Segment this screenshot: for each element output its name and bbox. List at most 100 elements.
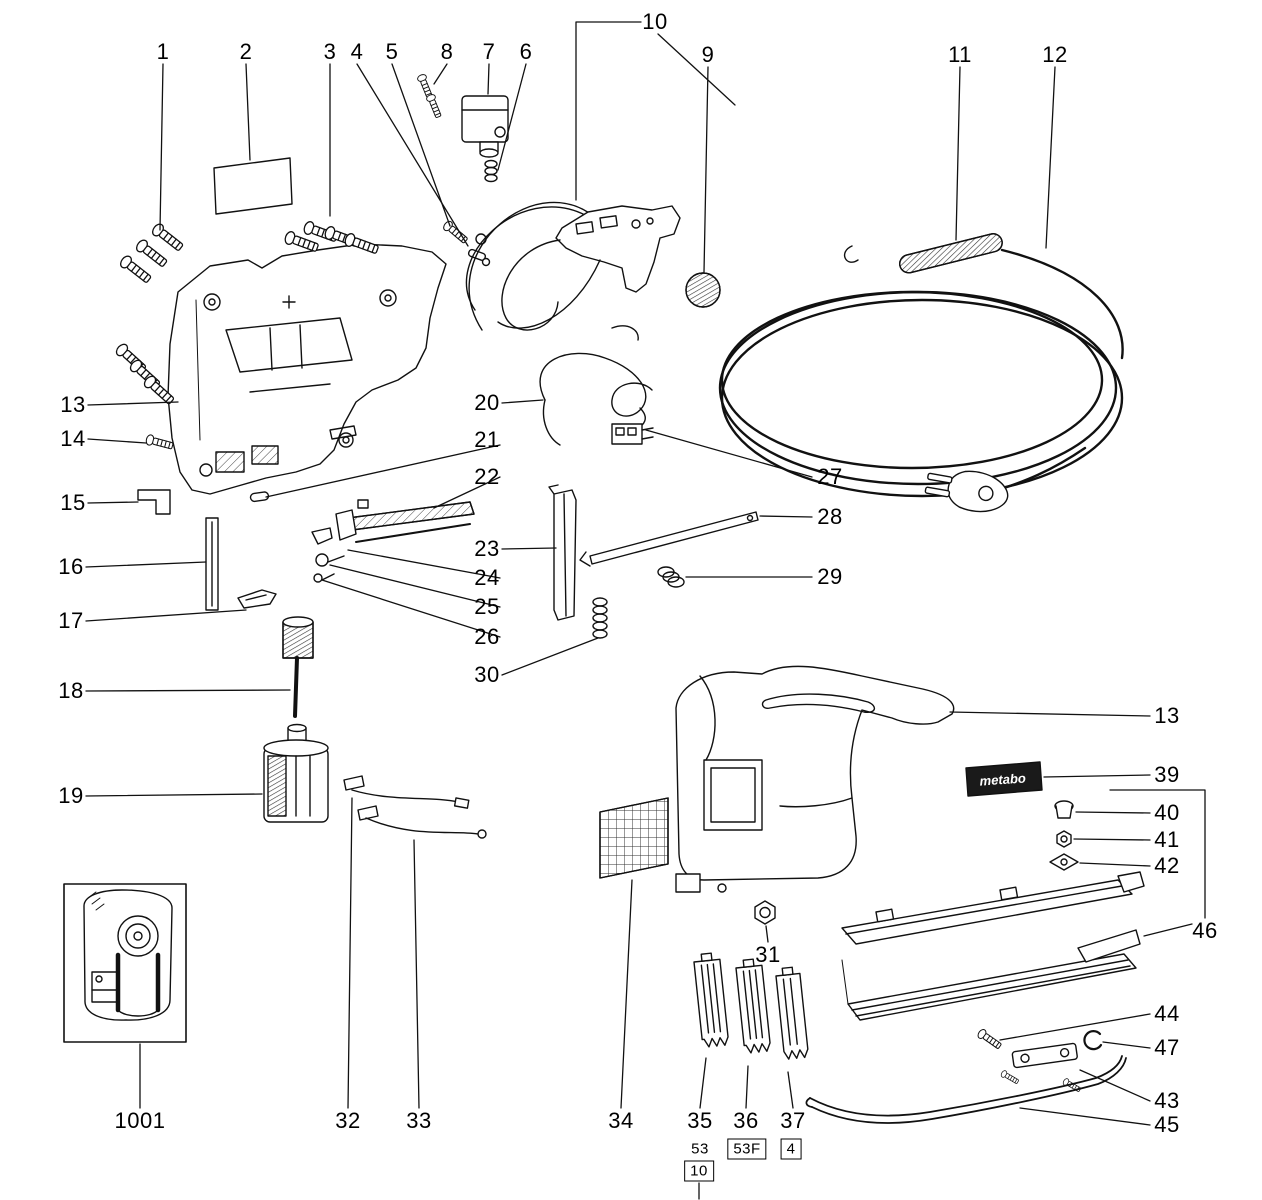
- leader-line: [1043, 774, 1151, 778]
- leader-line: [85, 689, 291, 692]
- leader-line: [1109, 789, 1206, 919]
- wires-32-33: [343, 775, 487, 839]
- leader-line: [265, 444, 501, 498]
- part-label-23: 23: [474, 536, 500, 561]
- leader-line: [1079, 862, 1151, 867]
- rod-28: [579, 511, 759, 567]
- part-label-18: 18: [58, 678, 84, 703]
- leader-line: [85, 609, 247, 622]
- leader-line: [645, 429, 813, 478]
- leader-line: [949, 711, 1151, 717]
- leader-line: [745, 1065, 749, 1109]
- magazine-rails-46: [841, 871, 1145, 1021]
- driver-assembly-22: [335, 499, 475, 543]
- ring-47: [1083, 1030, 1103, 1051]
- leader-line: [955, 66, 961, 241]
- leader-line: [575, 21, 642, 201]
- leader-line: [85, 793, 263, 797]
- part-label-13: 13: [60, 392, 86, 417]
- leader-line: [501, 547, 557, 550]
- part-label-13: 13: [1154, 703, 1180, 728]
- brand-plate-39: metabo: [965, 761, 1043, 797]
- fasteners-40-41-42: [1049, 800, 1079, 871]
- part-label-34: 34: [608, 1108, 634, 1133]
- part-label-33: 33: [406, 1108, 432, 1133]
- leader-line: [501, 399, 544, 404]
- leader-line: [1143, 923, 1193, 937]
- part-label-45: 45: [1154, 1112, 1180, 1137]
- leader-line: [159, 63, 164, 231]
- part-label-29: 29: [817, 564, 843, 589]
- leader-line: [620, 879, 633, 1109]
- part-label-11: 11: [948, 42, 972, 67]
- part-label-27: 27: [817, 464, 843, 489]
- inset-1001: [63, 883, 187, 1043]
- staple-strips-35-36-37: [693, 952, 809, 1060]
- leader-line: [321, 579, 501, 638]
- part-label-15: 15: [60, 490, 86, 515]
- part-label-12: 12: [1042, 42, 1068, 67]
- part-label-8: 8: [440, 39, 454, 64]
- tool-body-right: [675, 665, 955, 893]
- part-label-43: 43: [1154, 1088, 1180, 1113]
- part-label-4: 4: [780, 1138, 802, 1160]
- leader-line: [1075, 811, 1151, 814]
- part-label-21: 21: [474, 427, 500, 452]
- label-plate: [213, 157, 293, 215]
- housing-left: [167, 243, 447, 495]
- solenoid-switch-box: [461, 95, 509, 158]
- leader-line: [787, 1071, 794, 1109]
- bracket-15: [137, 489, 171, 515]
- leader-line: [657, 33, 736, 106]
- leader-line: [413, 839, 420, 1109]
- grid-34: [599, 797, 669, 879]
- part-label-10: 10: [642, 9, 668, 34]
- plunger-18: [282, 616, 314, 718]
- leader-line: [391, 63, 451, 227]
- part-label-6: 6: [519, 39, 533, 64]
- part-label-19: 19: [58, 783, 84, 808]
- spring-6: [484, 159, 498, 183]
- part-label-30: 30: [474, 662, 500, 687]
- part-label-4: 4: [350, 39, 364, 64]
- leader-line: [1073, 838, 1151, 841]
- bracket-43: [999, 1042, 1082, 1094]
- screws-lower-left: [113, 341, 177, 407]
- part-label-24: 24: [474, 565, 500, 590]
- leader-line: [699, 1057, 707, 1109]
- screws-top-left: [117, 221, 186, 286]
- part-label-22: 22: [474, 464, 500, 489]
- leader-line: [347, 797, 353, 1109]
- screw-14: [144, 433, 175, 452]
- part-label-14: 14: [60, 426, 86, 451]
- part-label-17: 17: [58, 608, 84, 633]
- cord-grip-11: [843, 233, 1003, 274]
- part-label-16: 16: [58, 554, 84, 579]
- screw-44: [975, 1027, 1004, 1051]
- leader-line: [347, 549, 501, 579]
- leader-line: [487, 63, 490, 95]
- leader-line: [1019, 1107, 1151, 1126]
- wire-harness-20: [539, 325, 653, 446]
- leader-line: [765, 925, 769, 943]
- solenoid-19: [263, 723, 329, 823]
- part-label-2: 2: [239, 39, 253, 64]
- spring-30: [592, 597, 608, 639]
- leader-line: [85, 561, 207, 568]
- part-label-10: 10: [684, 1160, 714, 1182]
- part-label-47: 47: [1154, 1035, 1180, 1060]
- leader-line: [87, 438, 147, 444]
- power-cord-12: [718, 248, 1124, 498]
- clip-17: [237, 589, 277, 609]
- leader-line: [497, 63, 527, 171]
- brand-text: metabo: [979, 770, 1026, 788]
- part-label-42: 42: [1154, 853, 1180, 878]
- leader-line: [433, 476, 501, 509]
- part-label-40: 40: [1154, 800, 1180, 825]
- part-label-41: 41: [1154, 827, 1180, 852]
- part-label-3: 3: [323, 39, 337, 64]
- leader-line: [329, 564, 501, 608]
- leader-line: [1079, 1069, 1151, 1102]
